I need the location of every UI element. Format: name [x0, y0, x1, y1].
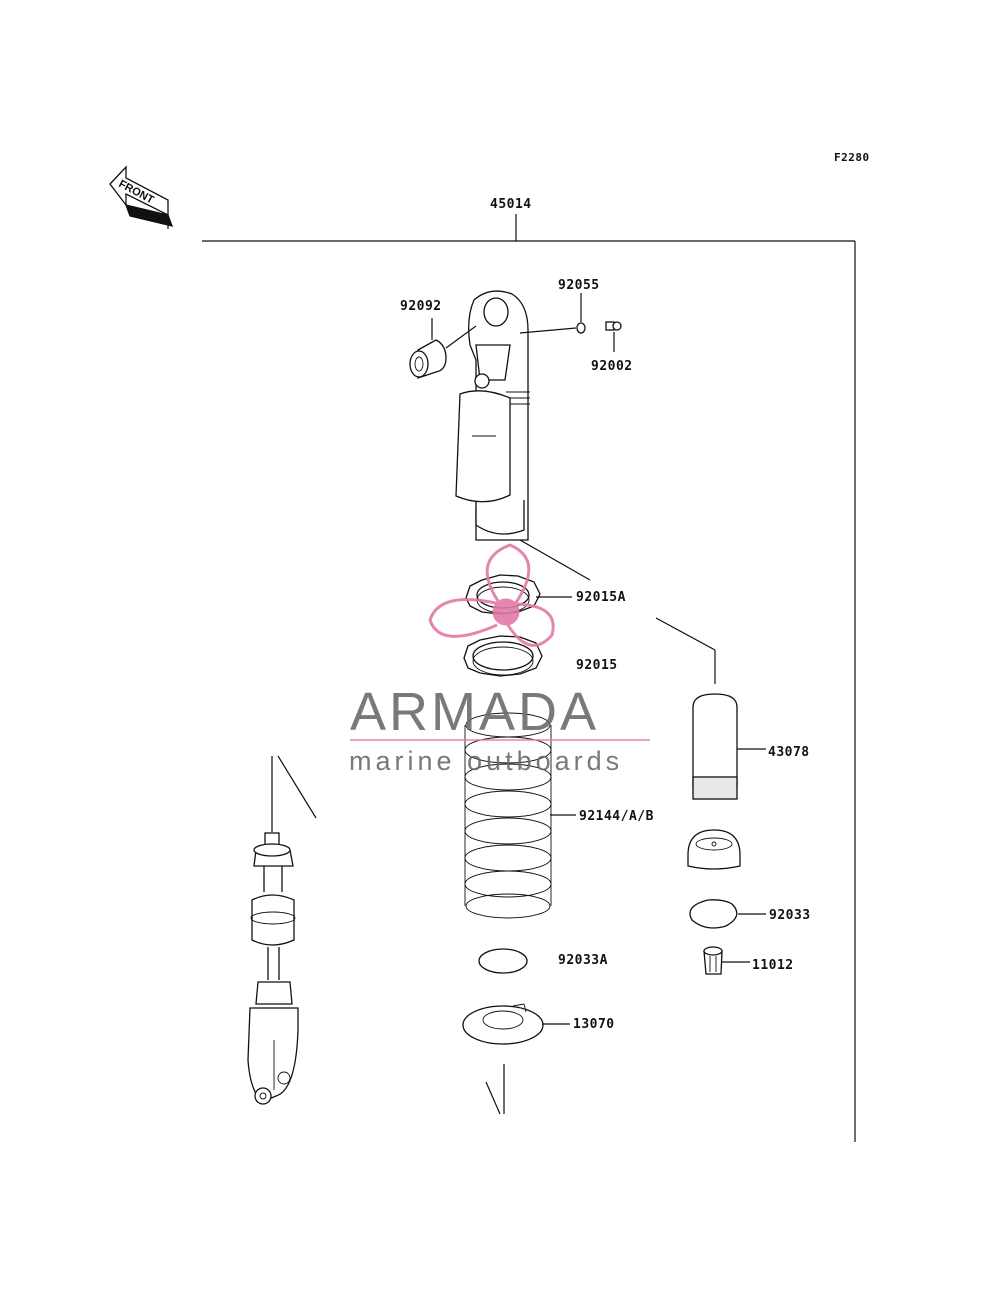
nipple-92002 — [605, 321, 622, 331]
nut-11012 — [703, 946, 723, 975]
label-92055: 92055 — [558, 278, 600, 293]
label-92015: 92015 — [576, 658, 618, 673]
assembly-number: 45014 — [490, 197, 532, 212]
bushing-92092 — [409, 318, 477, 379]
cover-43078 — [692, 693, 738, 800]
circlip-92033a — [478, 948, 528, 974]
label-43078: 43078 — [768, 745, 810, 760]
label-92015a: 92015A — [576, 590, 626, 605]
label-92002: 92002 — [591, 359, 633, 374]
o-ring-92055 — [576, 322, 586, 334]
watermark-title: ARMADA — [350, 682, 599, 742]
label-92033: 92033 — [769, 908, 811, 923]
watermark-subtitle: marine outboards — [349, 746, 623, 776]
label-11012: 11012 — [752, 958, 794, 973]
label-92033a: 92033A — [558, 953, 608, 968]
shock-rod-assembly — [247, 832, 299, 1105]
shock-absorber-body — [455, 290, 530, 541]
spring-92144 — [464, 712, 552, 919]
propeller-icon — [428, 543, 555, 647]
spring-seat-13070 — [462, 1003, 544, 1045]
assembly-bracket: 45014 — [202, 197, 856, 1142]
circlip-92033 — [689, 899, 738, 929]
bump-cap — [687, 829, 741, 870]
diagram-code: F2280 — [834, 151, 870, 164]
front-arrow-icon: FRONT — [109, 165, 174, 229]
label-92144: 92144/A/B — [579, 809, 654, 824]
nut-92015 — [463, 635, 543, 677]
label-92092: 92092 — [400, 299, 442, 314]
label-13070: 13070 — [573, 1017, 615, 1032]
watermark-logo: ARMADA marine outboards — [349, 543, 650, 776]
